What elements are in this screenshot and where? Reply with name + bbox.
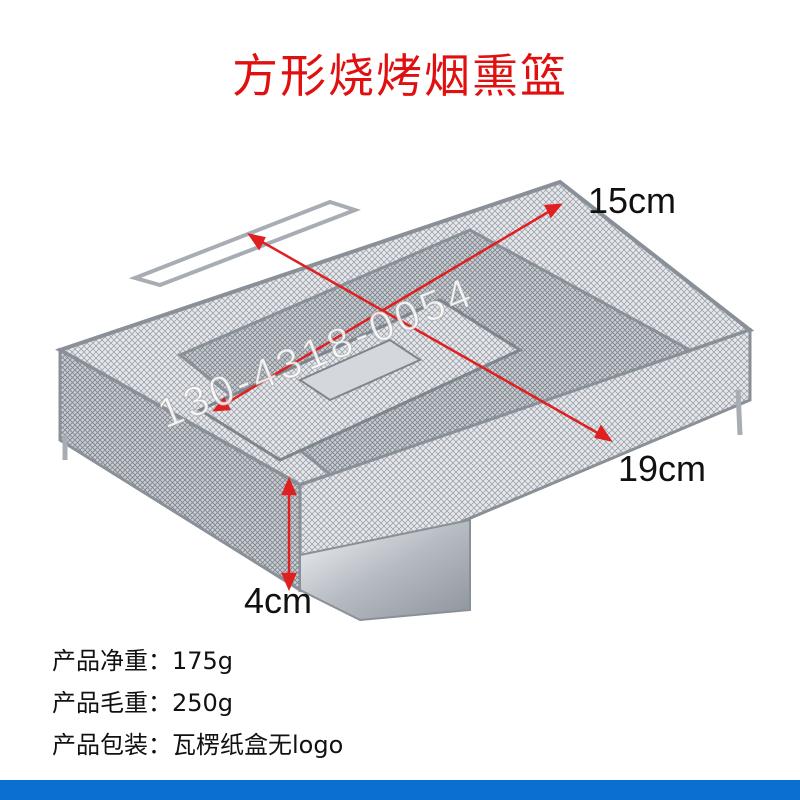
spec-list: 产品净重：175g 产品毛重：250g 产品包装：瓦楞纸盒无logo: [52, 640, 343, 766]
spec-value: 250g: [172, 689, 234, 717]
leg-right: [735, 389, 743, 436]
dimension-width-label: 15cm: [588, 180, 677, 221]
dimension-height-label: 4cm: [244, 580, 313, 621]
handle-left: [128, 199, 362, 288]
page-title: 方形烧烤烟熏篮: [232, 49, 568, 103]
spec-packaging: 产品包装：瓦楞纸盒无logo: [52, 724, 343, 766]
spec-value: 瓦楞纸盒无logo: [172, 731, 344, 759]
spec-label: 产品毛重：: [52, 689, 172, 717]
spec-gross-weight: 产品毛重：250g: [52, 682, 343, 724]
dimension-arrows: [212, 203, 613, 592]
spec-label: 产品包装：: [52, 731, 172, 759]
spec-label: 产品净重：: [52, 647, 172, 675]
spec-value: 175g: [172, 647, 234, 675]
bottom-bar: [0, 780, 800, 800]
spec-net-weight: 产品净重：175g: [52, 640, 343, 682]
chimney-box: [299, 518, 471, 622]
dimension-length-label: 19cm: [618, 448, 707, 489]
smoker-basket-image: [55, 179, 755, 622]
